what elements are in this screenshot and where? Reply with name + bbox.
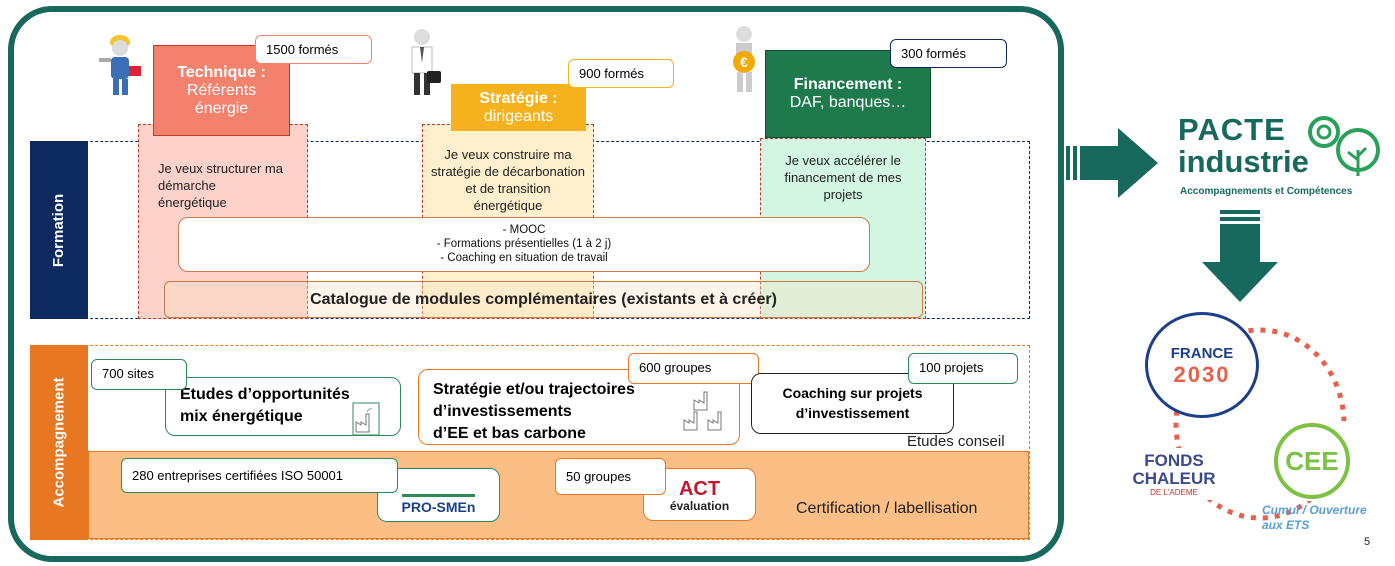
- page-number: 5: [1364, 536, 1371, 548]
- fonds-chaleur-line1: FONDS: [1144, 451, 1204, 470]
- pacte-tagline: Accompagnements et Compétences: [1180, 186, 1353, 197]
- etudes-opportunites-line2: mix énergétique: [180, 408, 303, 425]
- coaching-line1: Coaching sur projets: [782, 385, 923, 401]
- cumul-line1: Cumul / Ouverture: [1262, 503, 1367, 517]
- text-technique: Je veux structurer ma démarche énergétiq…: [158, 161, 283, 210]
- cee-label: CEE: [1285, 445, 1339, 476]
- france2030-top: FRANCE: [1170, 345, 1234, 362]
- strategie-trajectoires-line1: Stratégie et/ou trajectoires: [433, 381, 635, 398]
- header-technique-sub1: Référents: [186, 81, 257, 99]
- etudes-conseil-label: Etudes conseil: [907, 433, 1005, 450]
- count-technique: 1500 formés: [255, 35, 372, 64]
- coaching-line2: d’investissement: [795, 405, 910, 421]
- header-strategie: Stratégie : dirigeants: [451, 84, 586, 131]
- offers-box: - MOOC - Formations présentielles (1 à 2…: [178, 217, 870, 272]
- france2030-logo: FRANCE 2030: [1145, 312, 1259, 418]
- cee-logo: CEE: [1271, 421, 1353, 501]
- text-strategie: Je veux construire ma stratégie de décar…: [431, 147, 585, 213]
- act-logo-sub: évaluation: [669, 499, 730, 513]
- pacte-line2: industrie: [1178, 144, 1309, 179]
- fonds-chaleur-sub: DE L'ADEME: [1150, 488, 1198, 497]
- count-strategie: 900 formés: [568, 59, 674, 88]
- euro-figure-icon: €: [733, 26, 755, 92]
- header-technique-sub2: énergie: [194, 99, 249, 117]
- fonds-chaleur-line2: CHALEUR: [1132, 469, 1216, 488]
- header-technique: Technique : Référents énergie: [153, 45, 290, 136]
- pacte-line1: PACTE: [1178, 112, 1286, 147]
- gear-tree-icon: [1308, 116, 1380, 176]
- count-projets: 100 projets: [908, 353, 1018, 384]
- etudes-opportunites-box: [165, 377, 401, 436]
- businessman-icon: [411, 29, 441, 95]
- fonds-chaleur-logo: FONDS CHALEUR DE L'ADEME: [1113, 448, 1235, 500]
- count-financement: 300 formés: [890, 39, 1007, 68]
- strategie-trajectoires-line2: d’investissements: [433, 403, 572, 420]
- header-financement-title: Financement :: [793, 76, 903, 93]
- count-sites: 700 sites: [91, 359, 187, 390]
- factories-icon: [683, 391, 722, 431]
- count-act: 50 groupes: [555, 458, 666, 495]
- header-strategie-sub1: dirigeants: [483, 107, 554, 125]
- count-groupes-strategie: 600 groupes: [628, 353, 759, 384]
- count-iso: 280 entreprises certifiées ISO 50001: [121, 458, 398, 493]
- factory-icon: [352, 402, 380, 436]
- offer-coaching: - Coaching en situation de travail: [440, 252, 608, 264]
- etudes-opportunites-line1: Etudes d’opportunités: [180, 386, 350, 403]
- accompagnement-side-label: Accompagnement: [30, 345, 88, 540]
- offer-presentielles: - Formations présentielles (1 à 2 j): [436, 238, 612, 250]
- pacte-logo: PACTE industrie Accompagnements et Compé…: [1178, 110, 1388, 202]
- technician-icon: [99, 35, 141, 95]
- header-technique-title: Technique :: [177, 63, 266, 81]
- main-frame: [8, 6, 1064, 562]
- arrow-right-icon: [1066, 128, 1158, 198]
- header-financement-sub1: DAF, banques…: [789, 94, 907, 111]
- arrow-down-icon: [1202, 210, 1278, 302]
- act-logo: ACT: [678, 478, 721, 500]
- offer-mooc: - MOOC: [502, 224, 546, 236]
- france2030-year: 2030: [1173, 362, 1231, 387]
- formation-side-label: Formation: [30, 141, 88, 319]
- strategie-trajectoires-line3: d’EE et bas carbone: [433, 425, 586, 442]
- header-strategie-title: Stratégie :: [479, 89, 558, 107]
- cumul-line2: aux ETS: [1262, 518, 1310, 532]
- prosmen-logo: PRO-SMEn: [401, 494, 476, 515]
- svg-text:€: €: [740, 54, 748, 70]
- catalogue-label: Catalogue de modules complémentaires (ex…: [310, 290, 777, 308]
- certification-label: Certification / labellisation: [796, 500, 978, 517]
- catalogue-bar: Catalogue de modules complémentaires (ex…: [164, 281, 923, 318]
- text-financement: Je veux accélérer le financement de mes …: [784, 153, 902, 202]
